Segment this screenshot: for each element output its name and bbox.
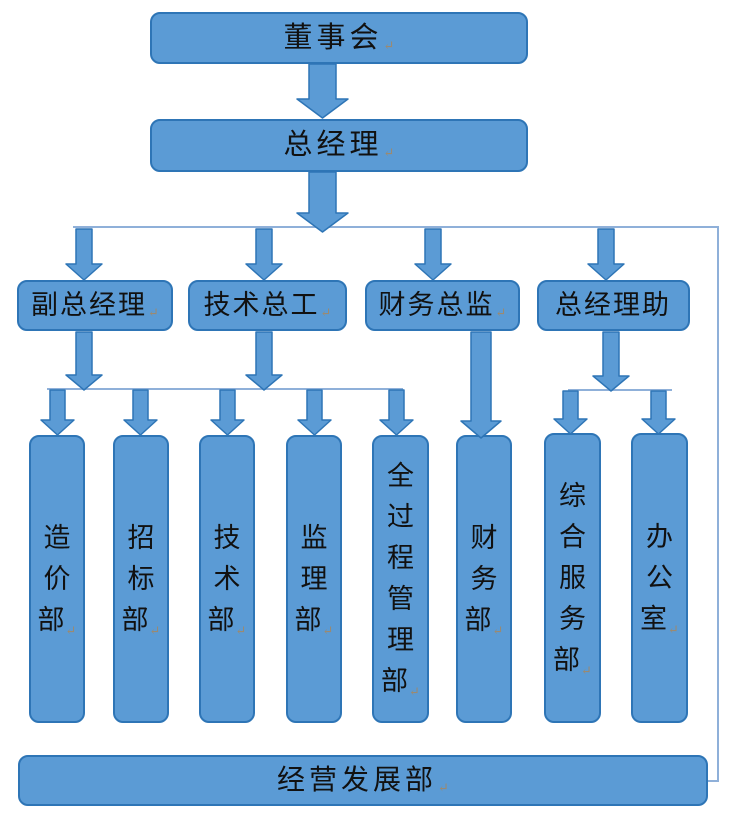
return-mark-icon: ↵ [383,145,395,160]
org-box-supervision-dept: 监理部↵ [286,435,342,723]
general-services-dept-label: 综合服务部↵ [553,476,592,681]
vertical-label-char: 造 [43,522,71,553]
finance-dept-label: 财务部↵ [465,518,504,641]
arrow-gm-assistant-to-group-line [592,331,630,392]
vertical-label-char: 部↵ [464,604,504,638]
vertical-label-char: 理 [300,563,328,594]
vertical-label-char: 程 [387,543,414,573]
arrow-to-bidding-dept [122,389,158,436]
vertical-label-char: 务 [470,563,498,594]
org-box-chief-technical-engineer: 技术总工↵ [188,280,347,331]
arrow-to-whole-process-dept [378,389,414,436]
return-mark-icon: ↵ [148,305,159,320]
return-mark-icon: ↵ [320,305,332,320]
finance-director-label: 财务总监↵ [378,290,507,320]
return-mark-icon: ↵ [383,37,395,53]
arrow-to-office [640,390,676,435]
chief-technical-engineer-label: 技术总工↵ [203,290,332,320]
org-box-whole-process-mgmt-dept: 全过程管理部↵ [372,435,429,723]
return-mark-icon: ↵ [495,305,507,320]
arrow-line-to-deputy-gm [65,228,103,281]
vertical-label-char: 合 [559,521,586,552]
supervision-dept-label: 监理部↵ [295,518,334,641]
board-label: 董事会↵ [283,21,395,54]
arrow-finance-director-to-finance-dept [460,331,502,439]
return-mark-icon: ↵ [235,622,247,638]
vertical-label-char: 综 [559,480,586,511]
arrow-to-general-services-dept [552,390,588,435]
arrow-gm-to-line [295,171,349,233]
arrow-line-to-chief-engineer [245,228,283,281]
connector-line-right-vertical [717,226,719,782]
org-box-general-manager-assistant: 总经理助 [537,280,690,331]
general-manager-assistant-label: 总经理助 [555,290,671,320]
return-mark-icon: ↵ [149,622,161,638]
org-box-deputy-general-manager: 副总经理↵ [17,280,173,331]
cost-dept-label: 造价部↵ [38,518,77,641]
arrow-line-to-finance-director [414,228,452,281]
return-mark-icon: ↵ [322,622,334,638]
org-box-finance-director: 财务总监↵ [365,280,520,331]
arrow-board-to-gm [295,63,349,119]
org-box-finance-dept: 财务部↵ [456,435,512,723]
vertical-label-char: 全 [387,461,414,491]
whole-process-mgmt-dept-label: 全过程管理部↵ [381,456,420,702]
bidding-dept-label: 招标部↵ [122,518,161,641]
vertical-label-char: 室↵ [640,603,679,637]
org-box-cost-dept: 造价部↵ [29,435,85,723]
org-box-general-services-dept: 综合服务部↵ [544,433,601,723]
vertical-label-char: 办 [646,521,673,552]
arrow-to-technology-dept [209,389,245,436]
vertical-label-char: 部↵ [381,666,420,699]
org-box-technology-dept: 技术部↵ [199,435,255,723]
return-mark-icon: ↵ [492,622,504,638]
vertical-label-char: 部↵ [207,604,247,638]
arrow-line-to-gm-assistant [587,228,625,281]
vertical-label-char: 部↵ [294,604,334,638]
vertical-label-char: 务 [559,603,586,634]
connector-line-bottom-stub [708,780,719,782]
vertical-label-char: 公 [646,562,673,593]
arrow-chief-engineer-to-group-line [245,331,283,391]
arrow-deputy-gm-to-group-line [65,331,103,391]
vertical-label-char: 服 [559,562,586,593]
vertical-label-char: 理 [387,625,414,655]
office-label: 办公室↵ [640,517,679,640]
technology-dept-label: 技术部↵ [208,518,247,641]
return-mark-icon: ↵ [438,779,449,795]
vertical-label-char: 部↵ [37,604,77,638]
org-box-board: 董事会↵ [150,12,528,64]
vertical-label-char: 部↵ [553,644,592,678]
arrow-to-cost-dept [39,389,75,436]
vertical-label-char: 术 [213,563,241,594]
arrow-to-supervision-dept [296,389,332,436]
vertical-label-char: 过 [387,502,414,532]
return-mark-icon: ↵ [409,684,420,699]
org-box-office: 办公室↵ [631,433,688,723]
deputy-general-manager-label: 副总经理↵ [31,290,159,320]
vertical-label-char: 技 [213,522,241,553]
connector-line-left-group [47,388,403,390]
org-box-bidding-dept: 招标部↵ [113,435,169,723]
general-manager-label: 总经理↵ [283,129,395,161]
org-box-business-development-dept: 经营发展部↵ [18,755,708,806]
vertical-label-char: 标 [127,563,155,594]
vertical-label-char: 价 [43,563,71,594]
org-box-general-manager: 总经理↵ [150,119,528,172]
vertical-label-char: 部↵ [121,604,161,638]
vertical-label-char: 监 [300,522,328,553]
return-mark-icon: ↵ [65,622,77,638]
return-mark-icon: ↵ [581,662,592,678]
return-mark-icon: ↵ [668,621,679,637]
vertical-label-char: 管 [387,584,414,614]
vertical-label-char: 财 [470,522,498,553]
business-development-dept-label: 经营发展部↵ [277,764,449,796]
vertical-label-char: 招 [127,522,155,553]
connector-line-right-group [568,389,672,391]
connector-line-level2 [73,226,719,228]
